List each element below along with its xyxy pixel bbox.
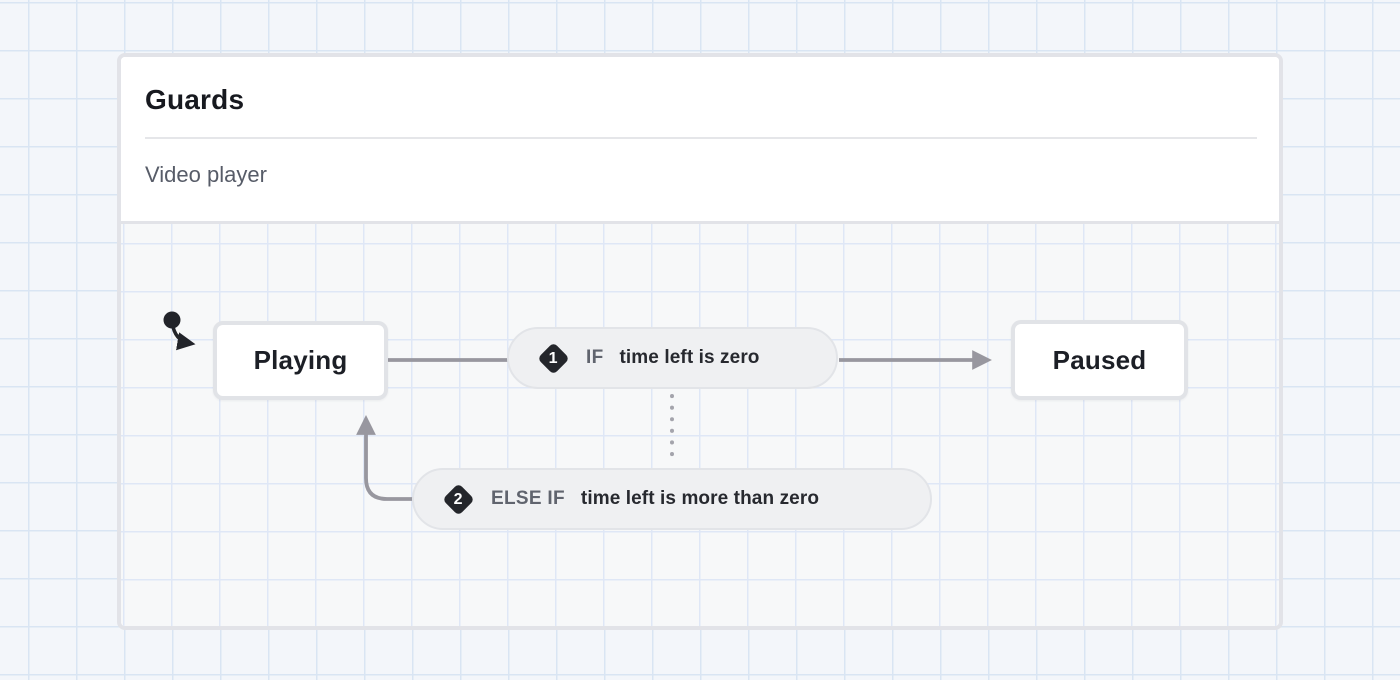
page-title: Guards [145,84,245,115]
guard-order-number: 2 [454,490,463,507]
guard-pill-else-if[interactable]: 2 ELSE IF time left is more than zero [412,468,932,530]
guard-pill-if[interactable]: 1 IF time left is zero [507,327,838,389]
guard-keyword: ELSE IF [491,488,565,509]
guard-order-number: 1 [549,349,558,366]
card-header: Guards Video player [121,57,1279,221]
guards-example-card: Guards Video player [117,53,1283,630]
guard-order-diamond-badge: 2 [442,482,475,516]
guard-condition: time left is more than zero [580,488,820,509]
state-machine-canvas[interactable]: Playing Paused 1 IF time left is zero 2 … [121,221,1279,626]
guard-order-diamond-badge: 1 [537,341,570,375]
guard-condition: time left is zero [619,347,760,368]
guard-keyword: IF [586,347,604,368]
state-node-paused[interactable]: Paused [1011,320,1188,400]
header-divider [145,137,1257,139]
edges-layer [163,311,992,501]
state-label: Playing [253,345,348,375]
initial-state-arrow-icon [163,311,196,351]
edge-guard2-to-playing[interactable] [356,415,413,501]
machine-name: Video player [145,162,267,187]
state-label: Paused [1052,344,1147,375]
state-node-playing[interactable]: Playing [213,321,388,400]
